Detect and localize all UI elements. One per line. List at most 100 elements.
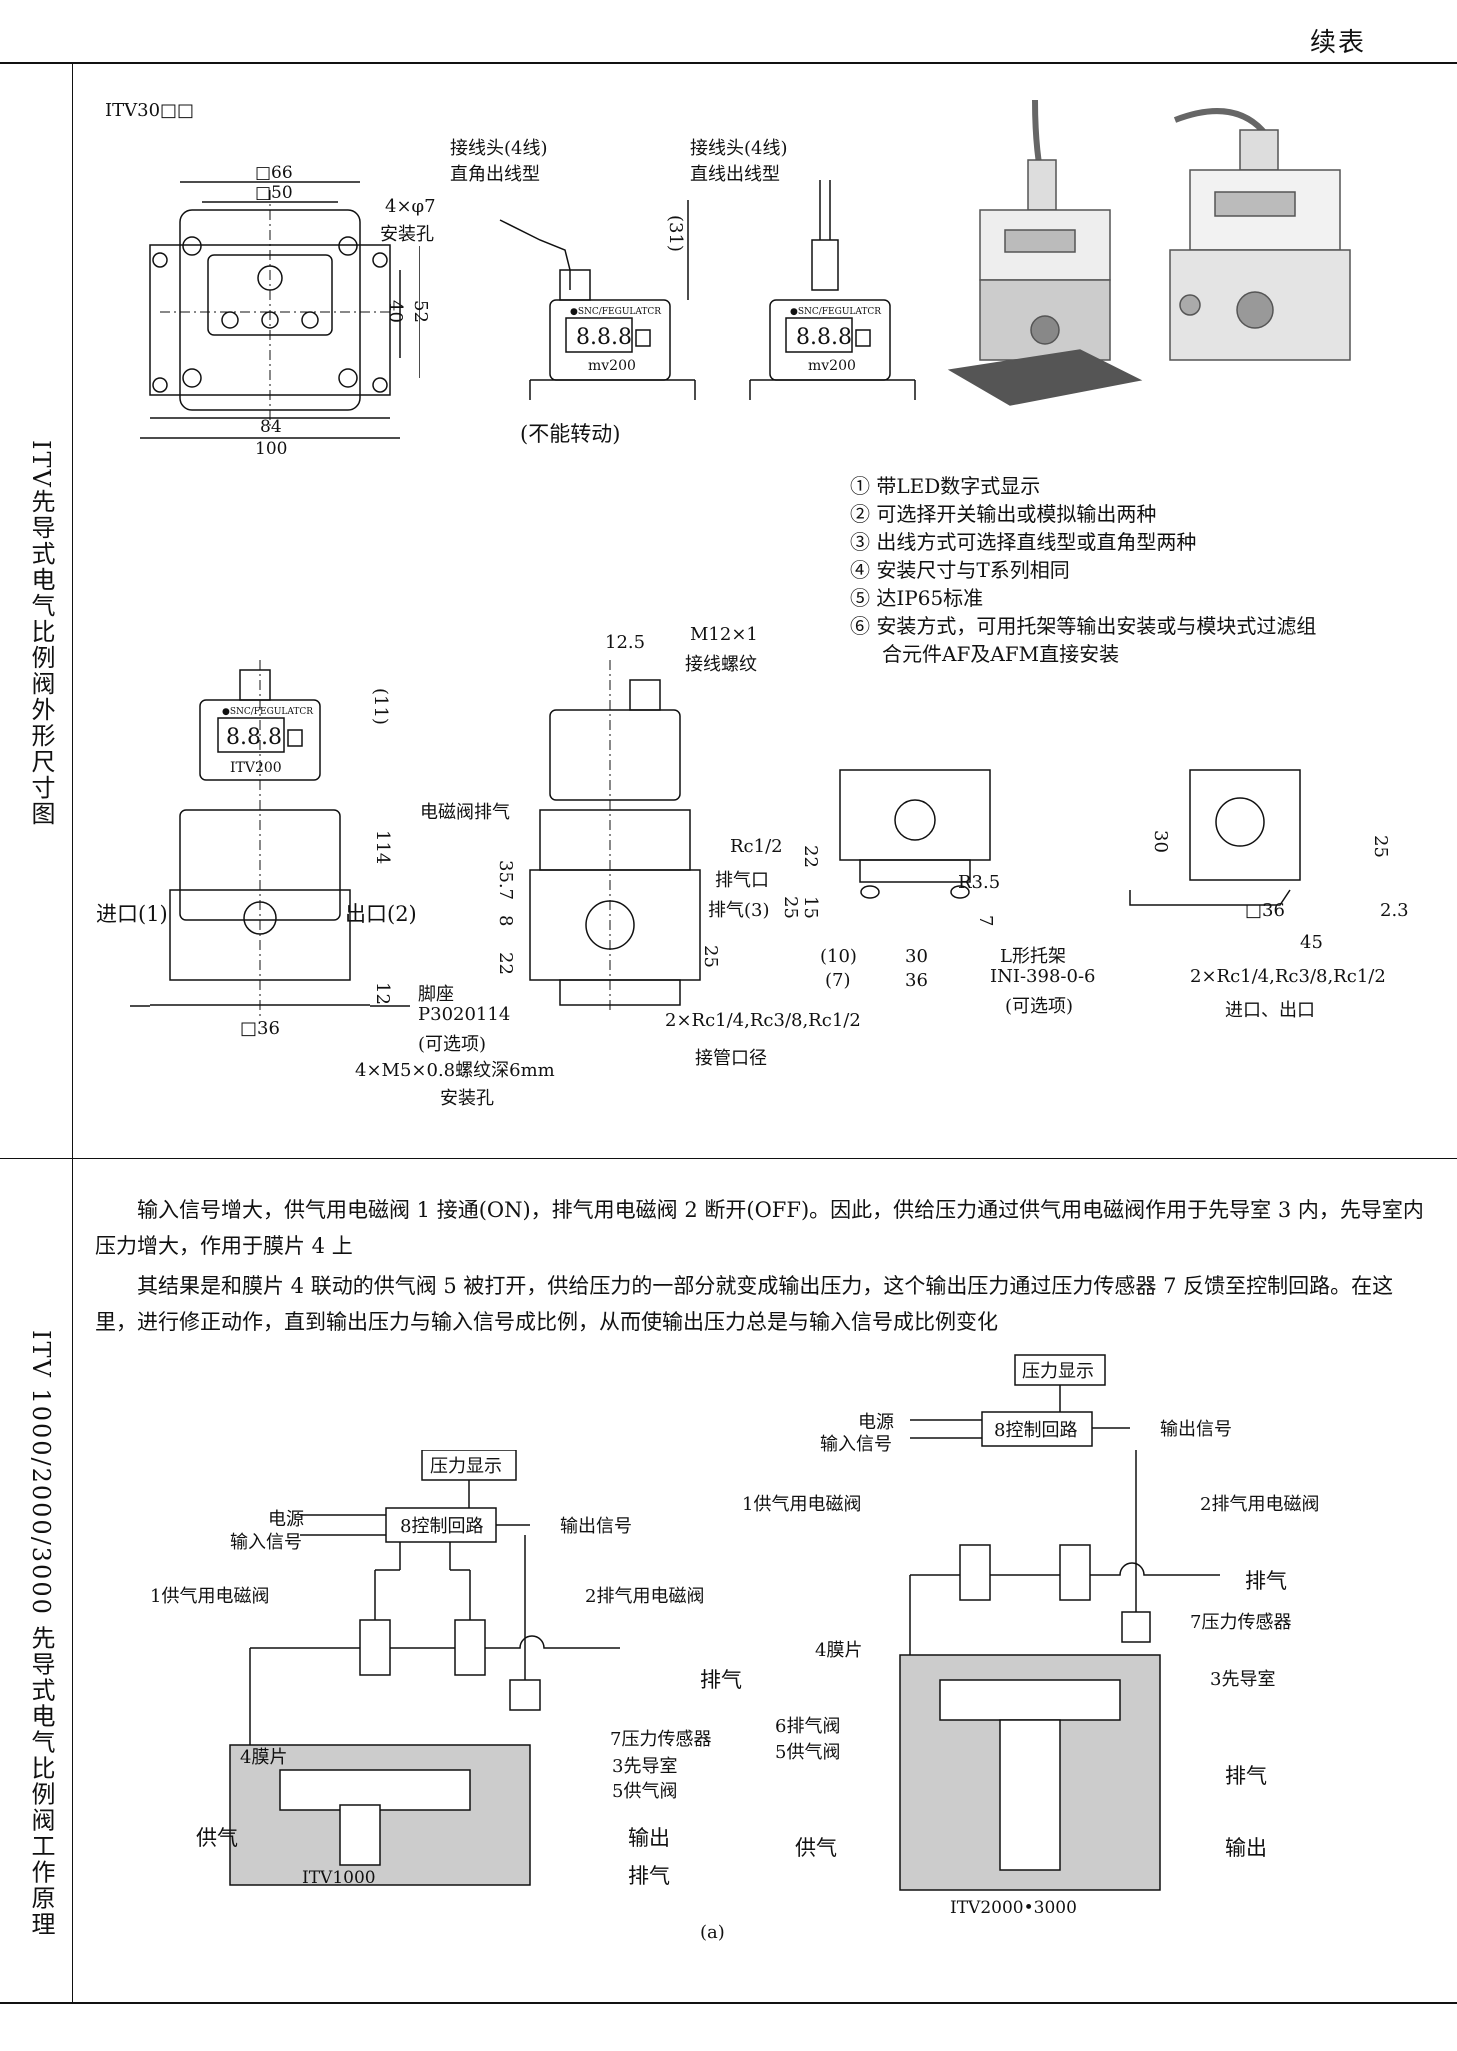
- st-lcd-digits: 8.8.8: [796, 325, 852, 350]
- dim-52: 52: [410, 300, 431, 323]
- side-view-drawing: ●SNC/FEGULATCR 8.8.8 ITV200: [130, 660, 410, 1020]
- foot-label: 脚座: [418, 984, 454, 1005]
- dim-7b: (7): [825, 970, 851, 991]
- itv2000-diagram: 压力显示 8控制回路 ITV2000•3000: [899, 1354, 1220, 1918]
- st-title1: 接线头(4线): [690, 138, 788, 159]
- dim-36b: 36: [905, 970, 928, 991]
- l-control: 8控制回路: [400, 1516, 483, 1537]
- continued-label: 续表: [1310, 28, 1367, 58]
- row2-side-label: ITV 1000/2000/3000 先导式电气比例阀工作原理: [27, 1330, 55, 1938]
- bracket-views-drawing: [839, 769, 1301, 906]
- r-caption: ITV2000•3000: [950, 1898, 1077, 1918]
- bracket-part: INI-398-0-6: [990, 966, 1096, 987]
- l-input: 输入信号: [230, 1532, 302, 1553]
- r-diaphragm: 4膜片: [815, 1640, 863, 1661]
- outlet-label: 出口(2): [345, 902, 417, 926]
- front-view-drawing: □66 □50 84 100: [140, 163, 420, 459]
- feature-6-cont: 合元件AF及AFM直接安装: [882, 642, 1120, 666]
- dim-11: (11): [370, 688, 391, 725]
- pipe-size: 接管口径: [695, 1048, 767, 1069]
- feature-5: ⑤ 达IP65标准: [850, 586, 984, 610]
- dim-25c: 25: [1370, 835, 1391, 858]
- straight-connector-drawing: ●SNC/FEGULATCR 8.8.8 mv200: [749, 180, 916, 400]
- dim-12: 12: [372, 982, 393, 1005]
- st-lcd-brand: ●SNC/FEGULATCR: [790, 307, 881, 317]
- feature-3: ③ 出线方式可选择直线型或直角型两种: [850, 530, 1197, 554]
- r-valve1: 1供气用电磁阀: [742, 1494, 862, 1515]
- feature-1: ① 带LED数字式显示: [850, 474, 1041, 498]
- r-supply-valve: 5供气阀: [775, 1742, 841, 1763]
- paragraph-1: 输入信号增大，供气用电磁阀 1 接通(ON)，排气用电磁阀 2 断开(OFF)。…: [95, 1198, 1424, 1258]
- figure-label: (a): [700, 1922, 725, 1943]
- ra-title1: 接线头(4线): [450, 138, 548, 159]
- paragraph-2: 其结果是和膜片 4 联动的供气阀 5 被打开，供给压力的一部分就变成输出压力，这…: [95, 1274, 1394, 1334]
- r-valve2: 2排气用电磁阀: [1200, 1494, 1320, 1515]
- screw-spec: 4×M5×0.8螺纹深6mm: [355, 1060, 555, 1081]
- l-sensor: 7压力传感器: [610, 1729, 712, 1750]
- dim-10: (10): [820, 946, 857, 967]
- dim-31: (31): [665, 215, 686, 252]
- ports-spec: 2×Rc1/4,Rc3/8,Rc1/2: [665, 1010, 861, 1031]
- bottom-rule: [0, 2002, 1457, 2004]
- r-control: 8控制回路: [994, 1420, 1077, 1441]
- ports-spec-2: 2×Rc1/4,Rc3/8,Rc1/2: [1190, 966, 1386, 987]
- dim-22: 22: [495, 952, 516, 975]
- r3-5: R3.5: [958, 872, 1001, 893]
- dim-50: □50: [255, 183, 293, 203]
- model-title: ITV30□□: [105, 100, 195, 121]
- r-exhaust-valve: 6排气阀: [775, 1716, 841, 1737]
- foot-part: P3020114: [418, 1004, 511, 1025]
- r-input: 输入信号: [820, 1434, 892, 1455]
- no-rotate-note: (不能转动): [520, 422, 621, 446]
- r-output-signal: 输出信号: [1160, 1419, 1232, 1440]
- r-power: 电源: [858, 1412, 894, 1433]
- row-divider: [0, 1158, 1457, 1159]
- l-diaphragm: 4膜片: [240, 1747, 288, 1768]
- dim-8: 8: [495, 915, 516, 927]
- l-exhaust2: 排气: [628, 1864, 670, 1888]
- dim-2-3: 2.3: [1380, 900, 1409, 921]
- right-angle-connector-drawing: ●SNC/FEGULATCR 8.8.8 mv200: [499, 200, 696, 400]
- r-sensor: 7压力传感器: [1190, 1612, 1292, 1633]
- st-lcd-model: mv200: [808, 358, 856, 374]
- rc12-label: Rc1/2: [730, 836, 783, 857]
- ra-title2: 直角出线型: [450, 164, 540, 185]
- sv-lcd-digits: 8.8.8: [226, 725, 282, 750]
- l-valve1: 1供气用电磁阀: [150, 1586, 270, 1607]
- l-output: 输出: [628, 1826, 670, 1850]
- exhaust-port: 排气口: [715, 870, 769, 891]
- dim-12-5: 12.5: [605, 632, 646, 653]
- r-pilot: 3先导室: [1210, 1669, 1276, 1690]
- dim-36c: □36: [1245, 900, 1285, 921]
- dim-66: □66: [255, 163, 293, 183]
- st-title2: 直线出线型: [690, 164, 780, 185]
- dim-114: 114: [372, 830, 393, 865]
- l-power: 电源: [268, 1509, 304, 1530]
- dim-7: 7: [975, 915, 996, 927]
- l-caption: ITV1000: [302, 1868, 376, 1888]
- features-list: ① 带LED数字式显示 ② 可选择开关输出或模拟输出两种 ③ 出线方式可选择直线…: [850, 472, 1316, 668]
- l-pressure-display: 压力显示: [430, 1456, 502, 1477]
- holes-label: 4×φ7: [385, 196, 436, 217]
- dim-30b: 30: [1150, 830, 1171, 853]
- l-pilot: 3先导室: [612, 1756, 678, 1777]
- sv-lcd-model: ITV200: [230, 760, 282, 776]
- bracket-label: L形托架: [1000, 946, 1066, 967]
- r-supply: 供气: [795, 1836, 837, 1860]
- inlet-label: 进口(1): [96, 902, 168, 926]
- dim-22b: 22: [800, 845, 821, 868]
- dim-36: □36: [240, 1018, 280, 1039]
- l-supply-valve: 5供气阀: [612, 1781, 678, 1802]
- r-exhaust: 排气: [1245, 1569, 1287, 1593]
- dim-30: 30: [905, 946, 928, 967]
- dim-45: 45: [1300, 932, 1323, 953]
- r-output: 输出: [1225, 1836, 1267, 1860]
- dim-35-7: 35.7: [495, 860, 516, 901]
- l-output-signal: 输出信号: [560, 1516, 632, 1537]
- holes-caption: 安装孔: [380, 224, 434, 245]
- m12-label: M12×1: [690, 624, 758, 645]
- mount-hole: 安装孔: [440, 1088, 494, 1109]
- foot-optional: (可选项): [418, 1034, 487, 1055]
- feature-6: ⑥ 安装方式，可用托架等输出安装或与模块式过滤组: [850, 614, 1317, 638]
- solenoid-exhaust: 电磁阀排气: [420, 802, 510, 823]
